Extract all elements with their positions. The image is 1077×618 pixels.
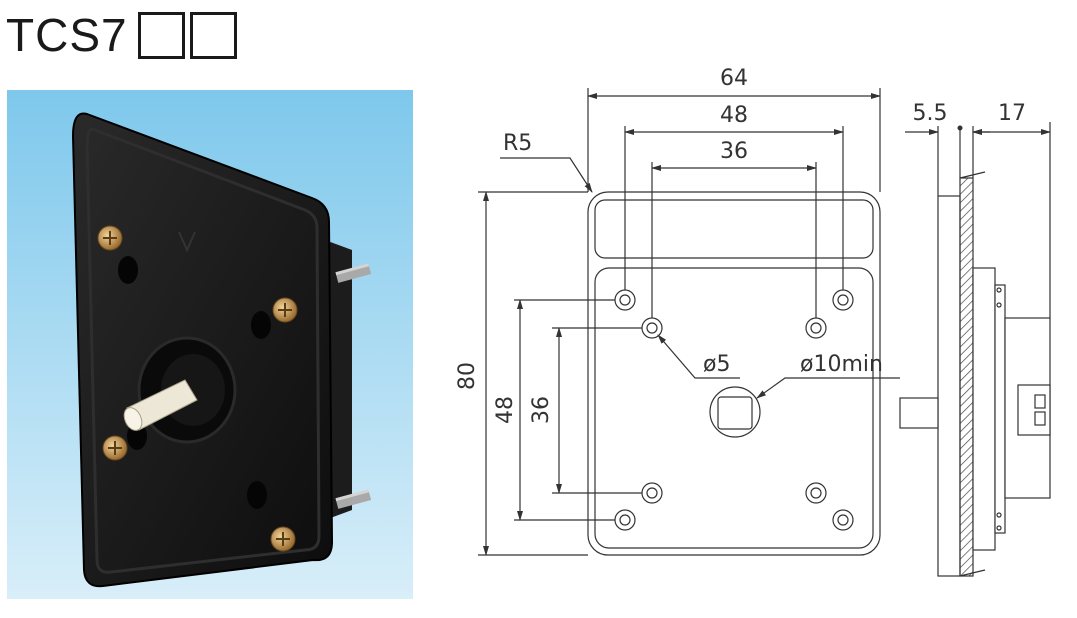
- dim-side-depth: 17: [998, 101, 1026, 126]
- code-suffix-box-2: [189, 11, 237, 59]
- threaded-stud-bottom: [335, 489, 372, 509]
- threaded-stud-top: [335, 263, 372, 283]
- dimension-drawing: 64 48 36 R5 80 48 36 ø5 ø10min 5.5 17: [455, 66, 1051, 577]
- code-suffix-boxes: [137, 11, 237, 59]
- dim-hole-diameter: ø5: [703, 352, 730, 377]
- mounting-hole-tr: [251, 311, 271, 339]
- product-photo: [7, 90, 413, 599]
- mounting-hole-br: [247, 481, 267, 509]
- product-title-row: TCS7: [6, 4, 237, 66]
- dim-height-overall: 80: [455, 362, 480, 390]
- dim-corner-radius: R5: [503, 131, 532, 156]
- code-suffix-box-1: [137, 11, 185, 59]
- dim-width-overall: 64: [720, 66, 748, 91]
- shaft-clearance-circle: [709, 386, 761, 438]
- mounting-holes: [614, 289, 854, 531]
- dim-hole-spacing-inner-v: 36: [529, 396, 554, 424]
- product-code-title: TCS7: [6, 9, 128, 61]
- side-view: [899, 171, 1051, 577]
- dim-side-thickness: 5.5: [913, 101, 948, 126]
- dim-shaft-hole: ø10min: [800, 352, 883, 377]
- switch-shaft: [123, 379, 198, 431]
- dim-hole-spacing-outer-h: 48: [720, 103, 748, 128]
- shaft-square: [717, 396, 753, 430]
- front-inner-panel: [594, 267, 874, 549]
- front-label-window: [594, 199, 874, 259]
- dim-hole-spacing-outer-v: 48: [493, 396, 518, 424]
- dim-hole-spacing-inner-h: 36: [720, 139, 748, 164]
- plate-rim: [85, 127, 321, 574]
- orientation-mark: [178, 231, 196, 253]
- front-plate-outline: [587, 191, 881, 556]
- mounting-hole-tl: [118, 256, 138, 284]
